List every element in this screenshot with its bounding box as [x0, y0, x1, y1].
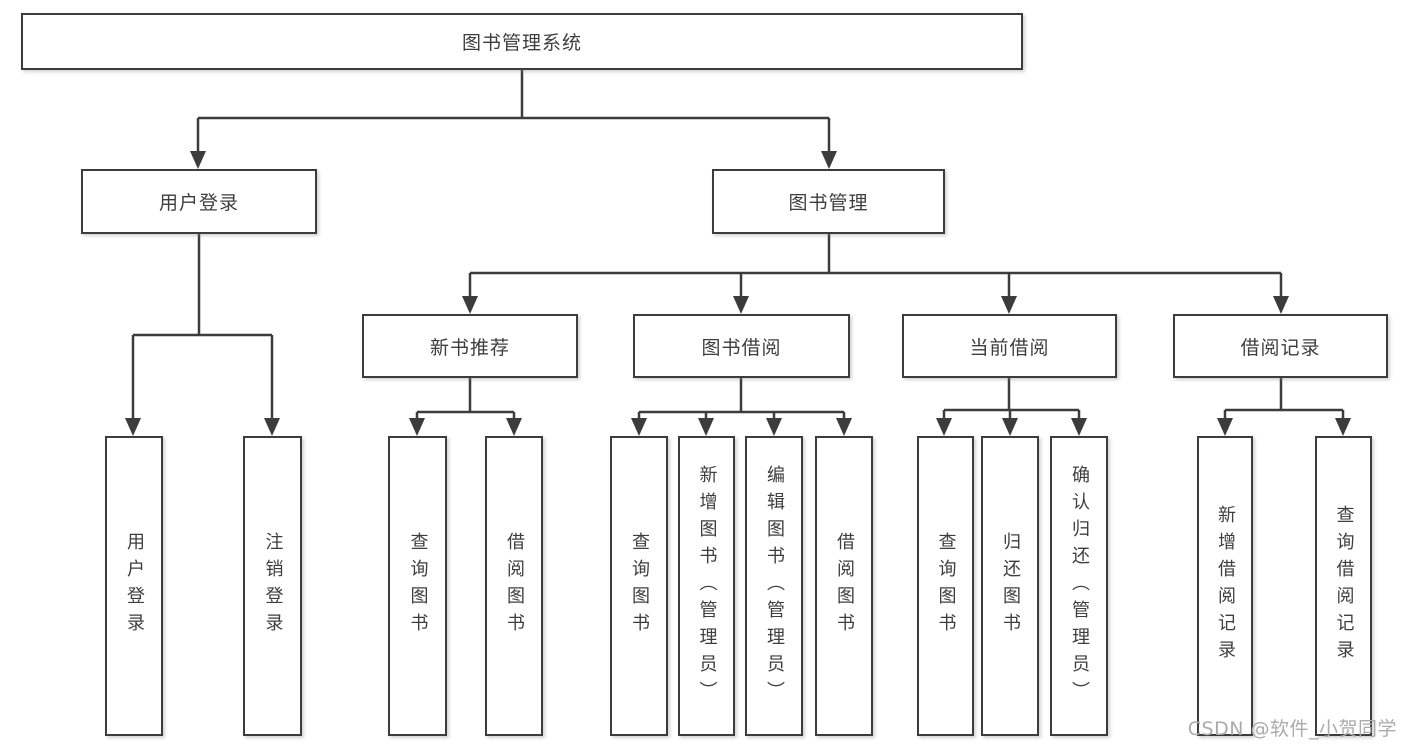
arrowhead-icon [733, 296, 749, 314]
node-user-login-label: 用户登录 [158, 192, 239, 214]
leaf-borrow-books-1: 借阅图书 [485, 436, 543, 736]
leaf-query-books-2-label: 查询图书 [629, 532, 650, 640]
arrowhead-icon [1001, 296, 1017, 314]
arrowhead-icon [409, 418, 425, 436]
leaf-query-books-3: 查询图书 [917, 436, 974, 736]
leaf-add-borrow-record-label: 新增借阅记录 [1215, 505, 1236, 667]
node-book-management-label: 图书管理 [788, 192, 869, 214]
arrowhead-icon [1071, 418, 1087, 436]
arrowhead-icon [631, 418, 647, 436]
node-new-book-recommend: 新书推荐 [362, 314, 578, 378]
leaf-user-login-label: 用户登录 [124, 532, 145, 640]
node-borrow-records-label: 借阅记录 [1240, 336, 1321, 359]
leaf-logout-login: 注销登录 [243, 436, 302, 736]
leaf-return-books: 归还图书 [981, 436, 1039, 736]
arrowhead-icon [1273, 296, 1289, 314]
leaf-query-borrow-record: 查询借阅记录 [1315, 436, 1372, 736]
node-book-borrowing-label: 图书借阅 [701, 336, 782, 359]
leaf-add-book-admin-label: 新增图书（管理员） [696, 464, 718, 708]
leaf-query-books-1: 查询图书 [388, 436, 447, 736]
leaf-logout-login-label: 注销登录 [262, 532, 284, 640]
leaf-borrow-books-1-label: 借阅图书 [504, 532, 525, 640]
node-current-borrowing: 当前借阅 [902, 314, 1117, 378]
leaf-edit-book-admin: 编辑图书（管理员） [745, 436, 803, 736]
node-book-management: 图书管理 [712, 169, 945, 234]
arrowhead-icon [462, 296, 478, 314]
arrowhead-icon [1217, 418, 1233, 436]
arrowhead-icon [766, 418, 782, 436]
arrowhead-icon [936, 418, 952, 436]
leaf-confirm-return-admin-label: 确认归还（管理员） [1069, 464, 1090, 708]
node-root: 图书管理系统 [21, 13, 1023, 70]
arrowhead-icon [698, 418, 714, 436]
arrowhead-icon [1002, 418, 1018, 436]
leaf-query-books-3-label: 查询图书 [935, 532, 957, 640]
csdn-watermark: CSDN @软件_小贺同学 [1187, 718, 1397, 740]
node-user-login: 用户登录 [81, 169, 317, 234]
node-new-book-recommend-label: 新书推荐 [429, 336, 510, 359]
arrowhead-icon [264, 418, 280, 436]
leaf-add-borrow-record: 新增借阅记录 [1197, 436, 1253, 736]
node-borrow-records: 借阅记录 [1173, 314, 1388, 378]
leaf-query-books-2: 查询图书 [610, 436, 668, 736]
leaf-edit-book-admin-label: 编辑图书（管理员） [764, 464, 785, 708]
arrowhead-icon [506, 418, 522, 436]
arrowhead-icon [821, 151, 837, 169]
leaf-borrow-books-2: 借阅图书 [815, 436, 873, 736]
arrowhead-icon [1335, 418, 1351, 436]
leaf-confirm-return-admin: 确认归还（管理员） [1050, 436, 1108, 736]
leaf-query-books-1-label: 查询图书 [407, 532, 429, 640]
leaf-add-book-admin: 新增图书（管理员） [678, 436, 735, 736]
arrowhead-icon [836, 418, 852, 436]
leaf-query-borrow-record-label: 查询借阅记录 [1333, 505, 1355, 667]
leaf-user-login: 用户登录 [105, 436, 163, 736]
leaf-return-books-label: 归还图书 [1000, 532, 1021, 640]
arrowhead-icon [190, 151, 206, 169]
node-book-borrowing: 图书借阅 [633, 314, 850, 378]
node-root-label: 图书管理系统 [461, 32, 582, 54]
arrowhead-icon [125, 418, 141, 436]
node-current-borrowing-label: 当前借阅 [969, 336, 1050, 359]
leaf-borrow-books-2-label: 借阅图书 [834, 532, 855, 640]
